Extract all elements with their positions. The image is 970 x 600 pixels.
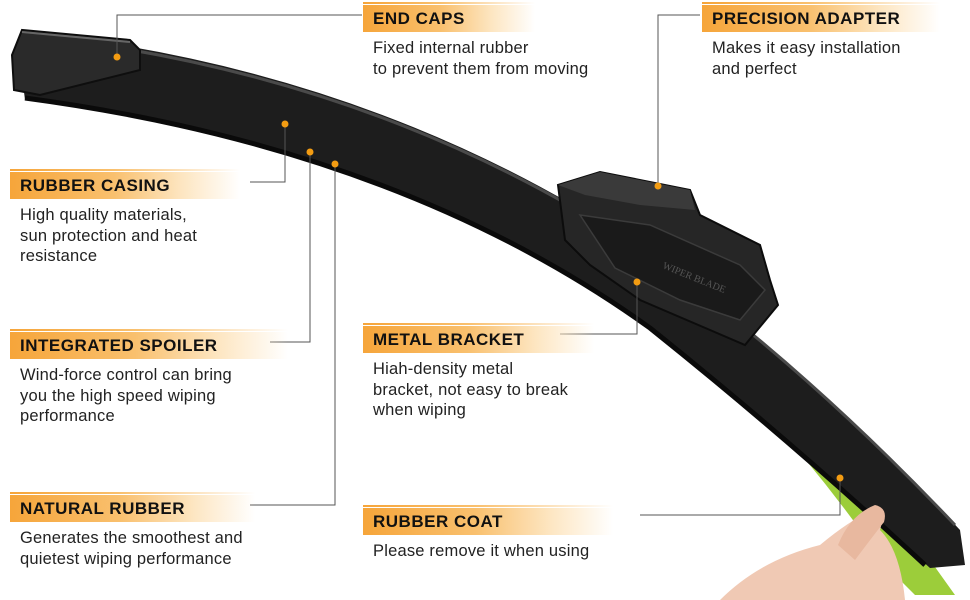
precision-adapter-description: Makes it easy installation and perfect [702, 38, 940, 79]
integrated-spoiler-line-2: you the high speed wiping [20, 386, 216, 405]
dot-metal-bracket [633, 278, 641, 286]
end-caps-title: END CAPS [363, 2, 535, 32]
leader-end-caps [116, 14, 362, 57]
rubber-coat-title: RUBBER COAT [363, 505, 613, 535]
callout-natural-rubber: NATURAL RUBBER Generates the smoothest a… [10, 492, 256, 569]
metal-bracket-line-2: bracket, not easy to break [373, 380, 569, 399]
callout-rubber-casing: RUBBER CASING High quality materials, su… [10, 169, 241, 267]
metal-bracket-line-1: Hiah-density metal [373, 360, 514, 378]
integrated-spoiler-line-3: performance [20, 407, 115, 425]
metal-bracket-line-3: when wiping [373, 401, 467, 419]
precision-adapter-title: PRECISION ADAPTER [702, 2, 941, 32]
leader-integrated-spoiler [270, 152, 311, 343]
natural-rubber-title: NATURAL RUBBER [10, 492, 256, 522]
callout-metal-bracket: METAL BRACKET Hiah-density metal bracket… [363, 323, 595, 421]
end-caps-line-1: Fixed internal rubber [373, 39, 529, 57]
dot-end-caps [113, 53, 121, 61]
integrated-spoiler-description: Wind-force control can bring you the hig… [10, 365, 288, 427]
end-caps-description: Fixed internal rubber to prevent them fr… [363, 38, 588, 79]
blade-body [20, 45, 965, 568]
callout-rubber-coat: RUBBER COAT Please remove it when using [363, 505, 613, 562]
rubber-casing-description: High quality materials, sun protection a… [10, 205, 240, 267]
adapter-top [558, 172, 695, 210]
integrated-spoiler-title: INTEGRATED SPOILER [10, 329, 288, 359]
leader-rubber-casing [250, 124, 286, 183]
dot-precision-adapter [654, 182, 662, 190]
natural-rubber-line-2: quietest wiping performance [20, 549, 232, 568]
rubber-coat-description: Please remove it when using [363, 541, 613, 562]
rubber-coat-line-1: Please remove it when using [373, 542, 590, 560]
blade-lower-edge [24, 95, 927, 567]
leader-rubber-coat [640, 478, 841, 516]
callout-integrated-spoiler: INTEGRATED SPOILER Wind-force control ca… [10, 329, 288, 427]
callout-precision-adapter: PRECISION ADAPTER Makes it easy installa… [702, 2, 941, 79]
end-cap [10, 28, 141, 97]
rubber-casing-title: RUBBER CASING [10, 169, 241, 199]
end-cap-highlight [21, 31, 131, 43]
end-caps-line-2: to prevent them from moving [373, 59, 589, 78]
callout-end-caps: END CAPS Fixed internal rubber to preven… [363, 2, 588, 79]
metal-bracket-title: METAL BRACKET [363, 323, 595, 353]
leader-precision-adapter [657, 14, 700, 186]
metal-bracket-description: Hiah-density metal bracket, not easy to … [363, 359, 594, 421]
precision-adapter-line-2: and perfect [712, 59, 797, 78]
dot-rubber-casing [281, 120, 289, 128]
adapter-bracket [578, 214, 767, 321]
natural-rubber-description: Generates the smoothest and quietest wip… [10, 528, 255, 569]
dot-natural-rubber [331, 160, 339, 168]
natural-rubber-line-1: Generates the smoothest and [20, 529, 243, 547]
rubber-casing-line-1: High quality materials, [20, 206, 187, 224]
rubber-casing-line-3: resistance [20, 247, 98, 265]
leader-natural-rubber [250, 164, 336, 506]
precision-adapter-line-1: Makes it easy installation [712, 39, 901, 57]
hand-thumb [838, 505, 885, 560]
dot-rubber-coat [836, 474, 844, 482]
rubber-casing-line-2: sun protection and heat [20, 226, 198, 245]
dot-integrated-spoiler [306, 148, 314, 156]
integrated-spoiler-line-1: Wind-force control can bring [20, 366, 232, 384]
